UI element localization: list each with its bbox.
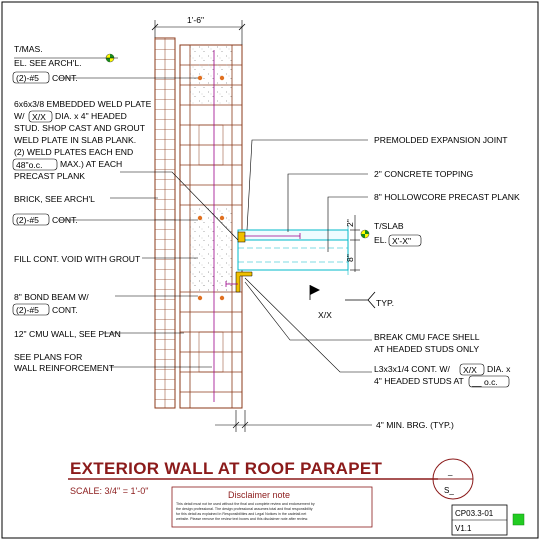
sheet-number: CP03.3-01 <box>455 509 494 518</box>
dim-8-text: 8" <box>345 254 355 262</box>
weld-plate-label-7: PRECAST PLANK <box>14 171 85 181</box>
angle-label-2a: 4" HEADED STUDS AT <box>374 376 465 386</box>
section-sheet: S_ <box>444 486 454 495</box>
cmu-wall-label: 12" CMU WALL, SEE PLAN <box>14 329 121 339</box>
weld-plate-label-2b: DIA. x 4" HEADED <box>55 111 127 121</box>
rebar-bond-cont: CONT. <box>52 305 78 315</box>
left-notes: T/MAS. EL. SEE ARCH'L. (2)-#5 CONT. 6x6x… <box>12 44 152 373</box>
tmas-label: T/MAS. <box>14 44 43 54</box>
angle-stud-box: X/X <box>463 365 477 375</box>
weld-stud-box: X/X <box>32 112 46 122</box>
concrete-topping-label: 2" CONCRETE TOPPING <box>374 169 474 179</box>
left-leaders <box>14 57 239 368</box>
slab-marker <box>360 229 370 239</box>
disclaimer-line-4: website. Please remove the review text b… <box>176 517 308 521</box>
disclaimer-line-1: This detail must not be used without the… <box>176 502 315 506</box>
weld-spacing-box: 48"o.c. <box>16 160 42 170</box>
disclaimer-box <box>171 486 373 528</box>
min-bearing-label: 4" MIN. BRG. (TYP.) <box>376 420 454 430</box>
el-label: EL. <box>374 235 387 245</box>
bearing-dimension <box>215 410 372 432</box>
break-shell-label-2: AT HEADED STUDS ONLY <box>374 344 479 354</box>
weld-plate-label-1: 6x6x3/8 EMBEDDED WELD PLATE <box>14 99 152 109</box>
break-shell-label-1: BREAK CMU FACE SHELL <box>374 332 480 342</box>
rebar-mid-cont: CONT. <box>52 215 78 225</box>
rebar-dots <box>197 75 225 301</box>
title-block: EXTERIOR WALL AT ROOF PARAPET SCALE: 3/4… <box>68 458 525 536</box>
top-dimension: 1'-6" <box>151 15 246 45</box>
disclaimer-title: Disclaimer note <box>228 490 290 500</box>
cmu-wall <box>179 44 243 409</box>
disclaimer-line-2: the design professional. The design prof… <box>176 507 313 511</box>
scale-text: SCALE: 3/4" = 1'-0" <box>70 486 148 496</box>
status-square <box>512 513 525 526</box>
see-plans-label-2: WALL REINFORCEMENT <box>14 363 115 373</box>
dimension-text: 1'-6" <box>187 15 204 25</box>
hollowcore-label: 8" HOLLOWCORE PRECAST PLANK <box>374 192 520 202</box>
weld-plate-label-4: WELD PLATE IN SLAB PLANK. <box>14 135 136 145</box>
right-notes: PREMOLDED EXPANSION JOINT 2" CONCRETE TO… <box>318 135 520 430</box>
weld-plate-label-5: (2) WELD PLATES EACH END <box>14 147 133 157</box>
rebar-bond-box: (2)-#5 <box>16 305 39 315</box>
fill-grout-label: FILL CONT. VOID WITH GROUT <box>14 254 141 264</box>
right-leaders <box>244 139 372 373</box>
bond-beam <box>190 272 232 292</box>
typ-label: TYP. <box>376 298 394 308</box>
rebar-top-box: (2)-#5 <box>16 73 39 83</box>
weld-plate-label-3: STUD. SHOP CAST AND GROUT <box>14 123 146 133</box>
rebar-mid-box: (2)-#5 <box>16 215 39 225</box>
angle-label-1b: DIA. x <box>487 364 511 374</box>
weld-plate-label-6: MAX.) AT EACH <box>60 159 122 169</box>
slope-xx-label: X/X <box>318 310 332 320</box>
section-number: _ <box>447 467 453 476</box>
rebar-top-cont: CONT. <box>52 73 78 83</box>
steel-angle <box>225 271 253 293</box>
slab-dimensions <box>350 215 360 272</box>
elevation-box: X'-X" <box>392 236 411 246</box>
hollowcore-plank <box>237 225 349 275</box>
see-plans-label-1: SEE PLANS FOR <box>14 352 82 362</box>
disclaimer-line-3: for this detail as explained in Responsi… <box>176 512 306 516</box>
bond-beam-label: 8" BOND BEAM W/ <box>14 292 89 302</box>
tslab-label: T/SLAB <box>374 221 404 231</box>
weld-plate-label-2a: W/ <box>14 111 25 121</box>
tmas-elevation-label: EL. SEE ARCH'L. <box>14 58 82 68</box>
weld-plate <box>237 231 301 243</box>
brick-veneer <box>154 37 176 409</box>
brick-label: BRICK, SEE ARCH'L <box>14 194 95 204</box>
version-number: V1.1 <box>455 524 472 533</box>
slope-symbol <box>309 285 376 309</box>
expansion-joint-label: PREMOLDED EXPANSION JOINT <box>374 135 508 145</box>
dim-2-text: 2" <box>345 219 355 227</box>
angle-spacing-box: __ o.c. <box>471 377 498 387</box>
detail-title: EXTERIOR WALL AT ROOF PARAPET <box>70 459 383 478</box>
angle-label-1a: L3x3x1/4 CONT. W/ <box>374 364 451 374</box>
